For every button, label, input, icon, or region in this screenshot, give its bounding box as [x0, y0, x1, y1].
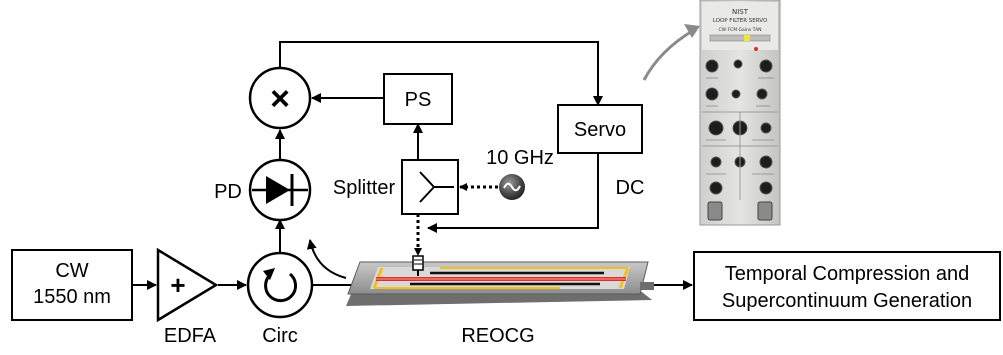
output-label-line1: Temporal Compression and: [725, 263, 970, 285]
splitter-label: Splitter: [333, 177, 396, 199]
servo-panel-photo: NIST LOOP FILTER SERVO CW FCM Gains TAN: [699, 0, 781, 226]
cw-laser-block: CW 1550 nm: [11, 249, 133, 321]
panel-brand: NIST: [732, 8, 749, 16]
phase-shifter-block: PS: [383, 73, 453, 125]
panel-knobs: [705, 59, 773, 195]
panel-bnc-connectors: [707, 201, 773, 221]
mixer-to-servo-line: [279, 41, 603, 106]
amplifier-plus-icon: +: [170, 270, 185, 300]
servo-block: Servo DC: [557, 104, 645, 199]
edfa-label: EDFA: [164, 325, 217, 347]
rf-dotted-lines: [414, 183, 498, 256]
mixer-multiply-icon: ×: [270, 80, 290, 118]
circ-label: Circ: [262, 325, 298, 347]
panel-title: LOOP FILTER SERVO: [713, 18, 768, 24]
connections: [132, 41, 693, 290]
reocg-label: REOCG: [461, 325, 534, 347]
reflection-arrow: [306, 239, 347, 279]
rf-source: 10 GHz: [486, 147, 554, 200]
cw-label-line2: 1550 nm: [33, 286, 111, 308]
photodiode: PD: [214, 158, 312, 222]
reocg-chip: REOCG: [346, 255, 654, 347]
panel-pointer-arrowhead: [684, 24, 700, 38]
servo-dc-line: [427, 152, 599, 233]
rf-source-label: 10 GHz: [486, 147, 554, 169]
ps-label: PS: [405, 89, 432, 111]
rf-probe-icon: [412, 255, 424, 271]
cw-label-line1: CW: [55, 260, 88, 282]
circulator: Circ: [246, 251, 314, 347]
dc-label: DC: [616, 177, 645, 199]
sine-wave-icon: [503, 182, 521, 192]
output-label-line2: Supercontinuum Generation: [722, 290, 972, 312]
pd-label: PD: [214, 181, 242, 203]
panel-pointer-arrow: [642, 28, 695, 81]
diode-icon: [266, 176, 290, 204]
splitter-block: Splitter: [333, 159, 459, 215]
panel-header-labels: CW FCM Gains TAN: [718, 27, 761, 33]
circulator-rotate-icon: [264, 272, 298, 303]
edfa-amplifier: + EDFA: [156, 247, 219, 347]
output-block: Temporal Compression and Supercontinuum …: [693, 251, 1001, 321]
servo-label: Servo: [574, 119, 626, 141]
mixer: ×: [248, 66, 312, 130]
panel-led-bar: [709, 34, 771, 42]
